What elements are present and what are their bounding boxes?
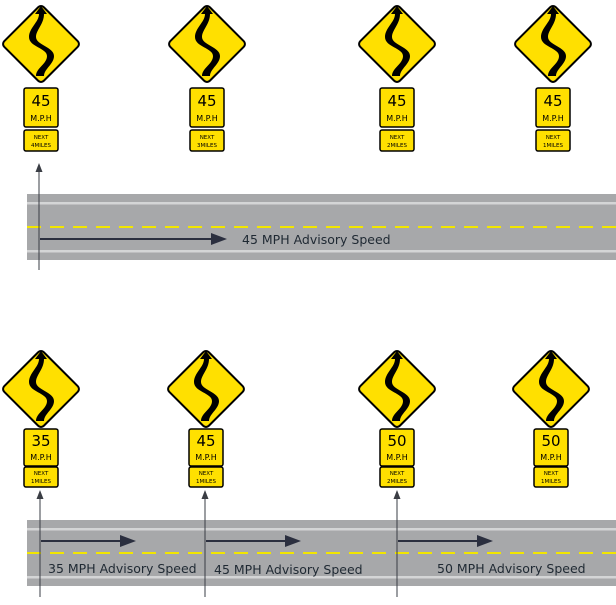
distance-plaque-line1: NEXT [34,135,49,141]
speed-plaque-value: 50 [387,432,406,450]
curve-sign-assembly: 45 M.P.H NEXT 1MILES [514,5,592,152]
bottom-road-edge-lower [27,576,616,579]
speed-plaque-value: 45 [197,92,216,110]
speed-plaque [379,87,415,128]
distance-plaque-line1: NEXT [34,471,49,477]
speed-plaque-value: 45 [196,432,215,450]
top-advisory-arrow [40,233,227,245]
bottom-advisory-label: 45 MPH Advisory Speed [214,562,363,577]
bottom-road [27,520,616,586]
speed-plaque [188,428,224,467]
distance-plaque [188,466,224,488]
distance-plaque-line1: NEXT [546,135,561,141]
distance-plaque [189,129,225,152]
bottom-advisory-label: 50 MPH Advisory Speed [437,561,586,576]
distance-plaque-line2: 1MILES [541,479,561,485]
curve-sign-assembly: 45 M.P.H NEXT 3MILES [168,5,246,152]
speed-plaque [535,87,571,128]
top-advisory-label: 45 MPH Advisory Speed [242,232,391,247]
distance-plaque-line1: NEXT [390,471,405,477]
distance-plaque [379,129,415,152]
curve-sign-assembly: 50 M.P.H NEXT 1MILES [512,350,590,488]
distance-plaque-line2: 1MILES [196,479,216,485]
speed-plaque-unit: M.P.H [386,114,408,123]
distance-plaque [379,466,415,488]
top-road [27,194,616,260]
speed-plaque-value: 45 [543,92,562,110]
speed-plaque-value: 45 [387,92,406,110]
bottom-advisory-arrow [41,535,136,547]
bottom-advisory-label: 35 MPH Advisory Speed [48,561,197,576]
speed-plaque [533,428,569,467]
top-sign-pointer [35,163,43,270]
speed-plaque-unit: M.P.H [30,114,52,123]
speed-plaque-unit: M.P.H [195,453,217,462]
speed-plaque-unit: M.P.H [30,453,52,462]
speed-plaque-unit: M.P.H [386,453,408,462]
distance-plaque [23,466,59,488]
distance-plaque-line2: 2MILES [387,479,407,485]
curve-sign-assembly: 45 M.P.H NEXT 4MILES [2,5,80,152]
speed-plaque-unit: M.P.H [196,114,218,123]
speed-plaque-value: 50 [541,432,560,450]
distance-plaque-line1: NEXT [544,471,559,477]
bottom-scenario: 35 MPH Advisory Speed 45 MPH Advisory Sp… [2,350,616,597]
bottom-advisory-arrow [398,535,493,547]
bottom-sign-pointer [393,490,401,597]
bottom-road-edge-upper [27,528,616,531]
speed-plaque-unit: M.P.H [540,453,562,462]
distance-plaque-line2: 3MILES [197,143,217,149]
curve-sign-assembly: 45 M.P.H NEXT 2MILES [358,5,436,152]
curve-sign-assembly: 35 M.P.H NEXT 1MILES [2,350,80,488]
speed-plaque [23,428,59,467]
distance-plaque-line1: NEXT [199,471,214,477]
curve-sign-assembly: 50 M.P.H NEXT 2MILES [358,350,436,488]
distance-plaque-line2: 1MILES [543,143,563,149]
distance-plaque-line2: 2MILES [387,143,407,149]
speed-plaque [379,428,415,467]
speed-plaque-value: 35 [31,432,50,450]
distance-plaque [535,129,571,152]
distance-plaque [23,129,59,152]
distance-plaque-line1: NEXT [200,135,215,141]
bottom-advisory-arrow [206,535,301,547]
bottom-sign-pointer [201,490,209,597]
distance-plaque-line1: NEXT [390,135,405,141]
speed-plaque [23,87,59,128]
curve-sign-assembly: 45 M.P.H NEXT 1MILES [167,350,245,488]
bottom-sign-pointer [36,490,44,597]
distance-plaque [533,466,569,488]
speed-plaque-unit: M.P.H [542,114,564,123]
speed-plaque [189,87,225,128]
top-scenario: 45 MPH Advisory Speed 45 M.P.H NEXT 4MIL… [2,5,616,270]
distance-plaque-line2: 1MILES [31,479,51,485]
top-road-edge-upper [27,202,616,205]
top-road-edge-lower [27,250,616,253]
distance-plaque-line2: 4MILES [31,143,51,149]
speed-plaque-value: 45 [31,92,50,110]
